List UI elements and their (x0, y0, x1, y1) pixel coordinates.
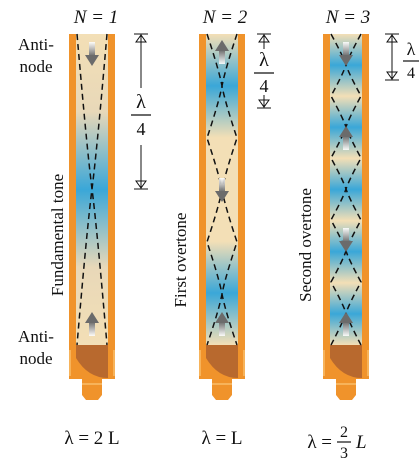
pipe-1-arrow-up-icon (85, 312, 99, 336)
pipe-3-arrow-up-icon (339, 126, 353, 150)
pipe-1: N = 1 λ = 2 L (64, 7, 119, 449)
pipe-1-wave-envelope (76, 33, 108, 346)
pipe-2-arrow-down-icon (215, 178, 229, 202)
antinode-top-line-2: node (19, 57, 52, 76)
pipe-2-overtone-label: First overtone (171, 213, 190, 308)
pipe-3-arrow-down-icon (339, 228, 353, 252)
pipe-2-quarter-lambda-numerator: λ (259, 49, 269, 71)
quarter-lambda-numerator: λ (136, 91, 146, 113)
pipe-3-fraction-denominator: 3 (340, 445, 348, 460)
pipe-2-quarter-lambda-denominator: 4 (260, 76, 269, 96)
pipe-3-n-label: N = 3 (325, 7, 371, 28)
quarter-lambda-denominator: 4 (137, 119, 146, 139)
pipe-1-wavelength-label: λ = 2 L (64, 428, 119, 449)
pipe-3-wavelength-suffix: L (355, 432, 367, 453)
pipe-3: N = 3 λ = 2 3 L (307, 7, 370, 460)
pipe-1-overtone-label: Fundamental tone (48, 174, 67, 296)
pipe-1-mouthpiece (69, 345, 115, 400)
antinode-bottom-line-1: Anti- (18, 327, 54, 346)
pipe-2-n-label: N = 2 (202, 7, 248, 28)
pipe-3-quarter-lambda-denominator: 4 (407, 65, 415, 82)
pipe-3-arrow-down-icon (339, 42, 353, 66)
antinode-bottom-line-2: node (19, 349, 52, 368)
pipe-3-wave-envelope (330, 33, 362, 346)
pipe-1-n-label: N = 1 (73, 7, 119, 28)
pipe-1-arrow-down-icon (85, 42, 99, 66)
pipe-3-quarter-lambda-numerator: λ (407, 39, 416, 59)
pipe-2-quarter-wavelength-marker: λ 4 (254, 33, 274, 109)
pipe-3-mouthpiece (323, 345, 369, 400)
pipe-3-overtone-label: Second overtone (296, 188, 315, 302)
pipe-2-wavelength-label: λ = L (201, 428, 242, 449)
pipe-3-arrow-up-icon (339, 312, 353, 336)
pipe-3-wavelength-label: λ = 2 3 L (307, 424, 366, 460)
pipe-3-wavelength-prefix: λ = (307, 432, 332, 453)
pipe-3-fraction-numerator: 2 (340, 424, 348, 441)
antinode-top-line-1: Anti- (18, 35, 54, 54)
pipe-2: N = 2 λ = L (199, 7, 248, 449)
pipe-1-quarter-wavelength-marker: λ 4 (131, 33, 151, 190)
pipe-2-mouthpiece (199, 345, 245, 400)
pipe-2-arrow-up-icon (215, 312, 229, 336)
pipe-2-arrow-up-icon (215, 40, 229, 64)
pipe-3-quarter-wavelength-marker: λ 4 (385, 33, 419, 82)
